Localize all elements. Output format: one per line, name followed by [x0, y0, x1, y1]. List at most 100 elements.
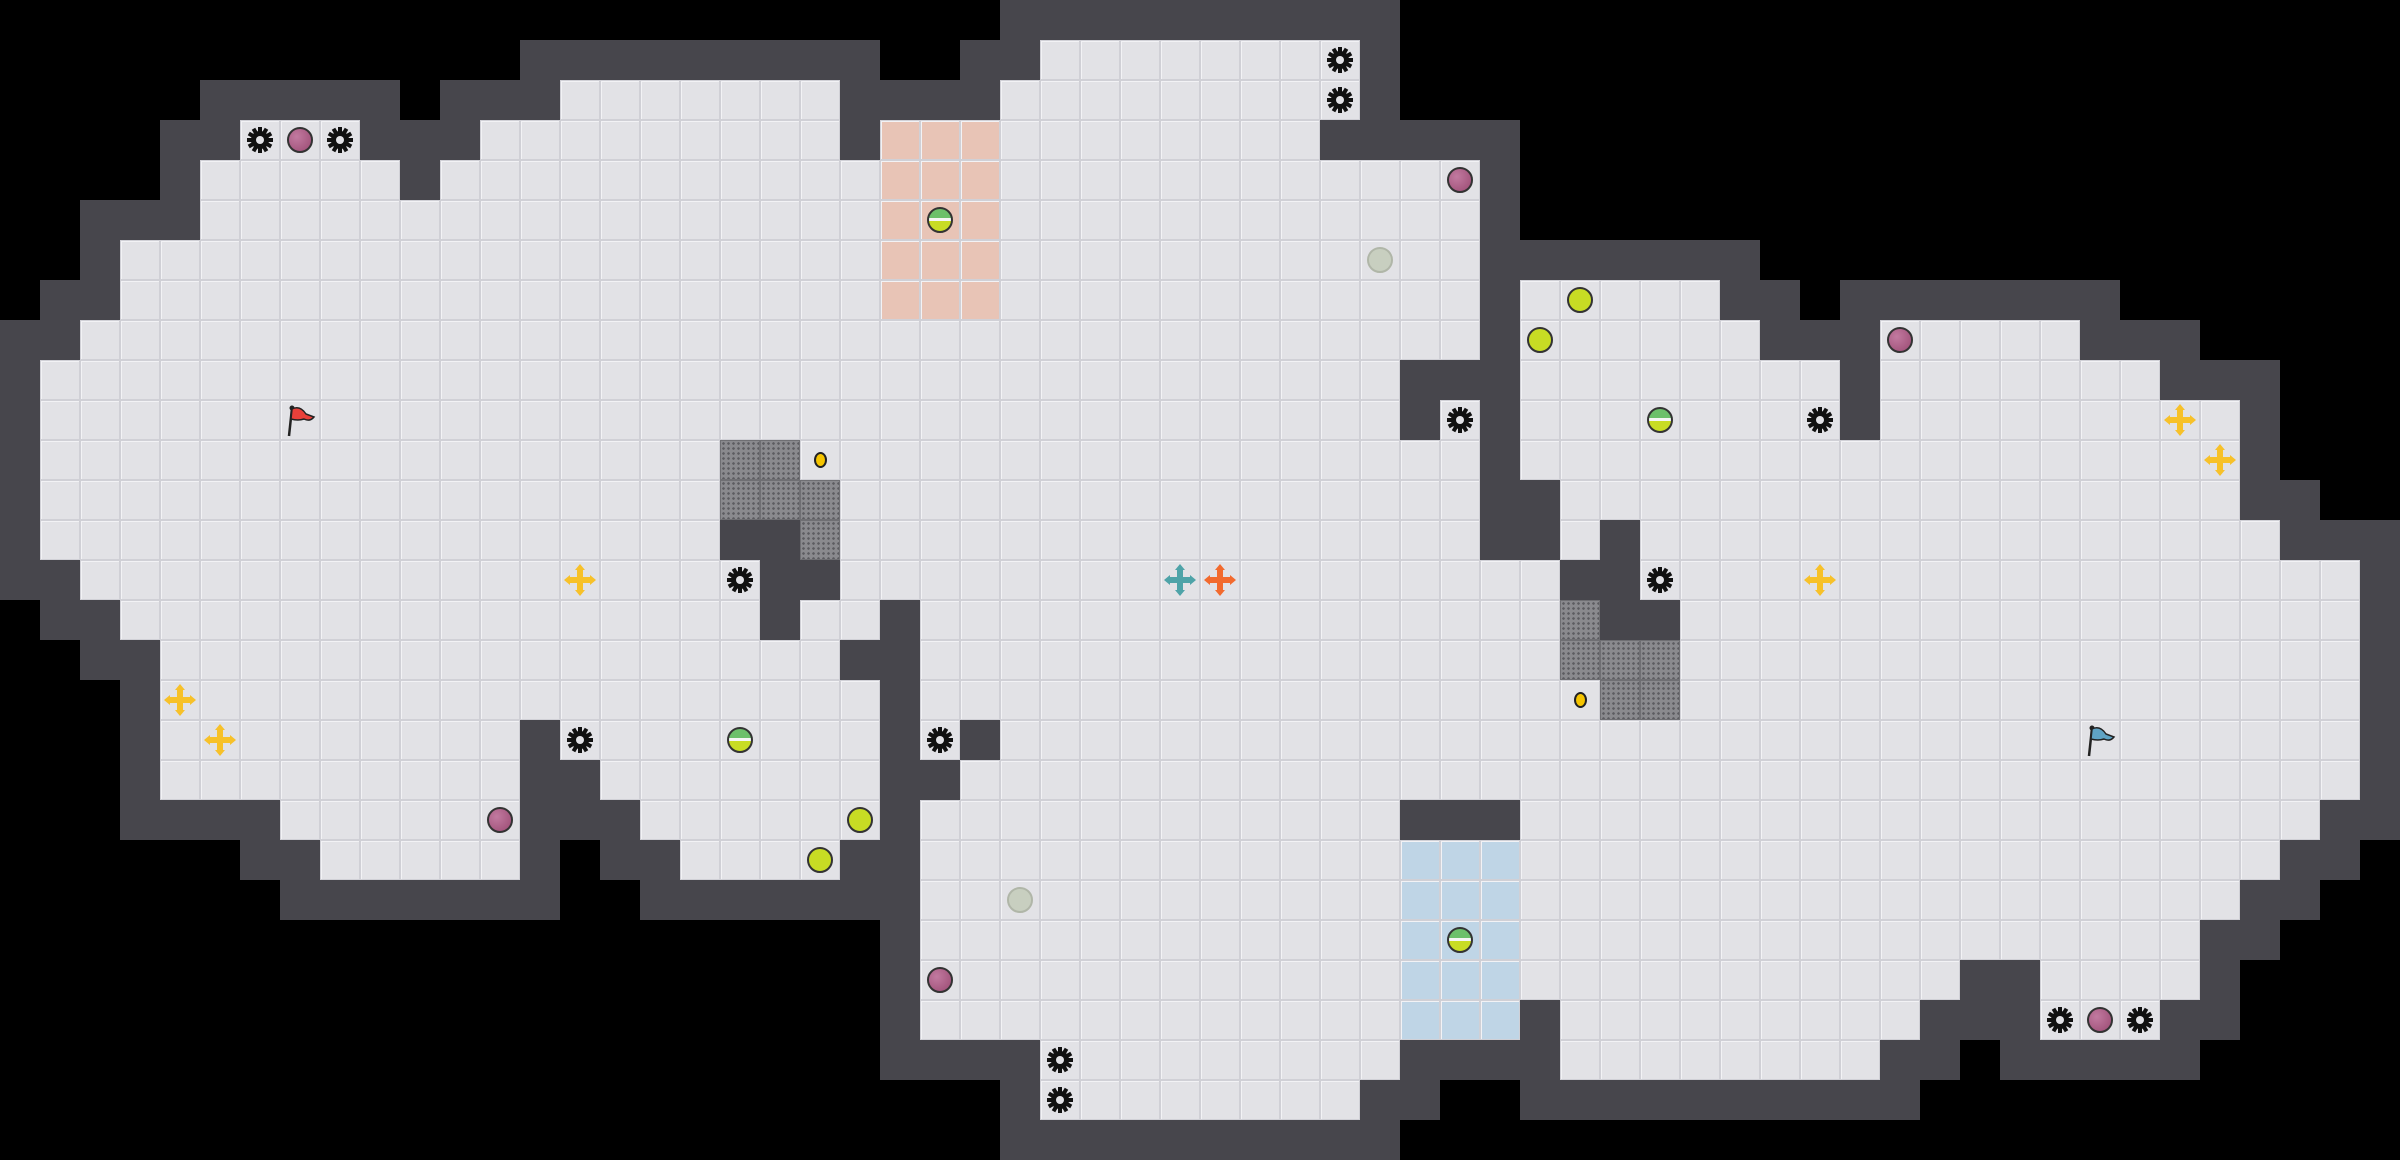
floor-tile	[960, 880, 1000, 920]
floor-tile	[480, 280, 520, 320]
floor-tile	[2280, 680, 2320, 720]
floor-tile	[1960, 800, 2000, 840]
floor-tile	[2080, 1000, 2120, 1040]
wall-tile	[2280, 840, 2320, 880]
floor-tile	[1000, 560, 1040, 600]
floor-tile	[1360, 400, 1400, 440]
floor-tile	[560, 600, 600, 640]
floor-tile	[280, 640, 320, 680]
floor-tile	[360, 440, 400, 480]
floor-tile	[1160, 760, 1200, 800]
floor-tile	[1240, 520, 1280, 560]
floor-tile	[1440, 760, 1480, 800]
floor-tile	[2120, 880, 2160, 920]
wall-tile	[1680, 240, 1720, 280]
floor-tile	[360, 600, 400, 640]
gear-icon	[320, 120, 360, 160]
floor-tile	[680, 600, 720, 640]
floor-tile	[1640, 320, 1680, 360]
boost-icon	[160, 680, 200, 720]
gear-icon	[1320, 80, 1360, 120]
floor-tile	[1720, 1040, 1760, 1080]
floor-tile	[1480, 720, 1520, 760]
floor-tile	[1440, 200, 1480, 240]
floor-tile	[2080, 560, 2120, 600]
wall-tile	[1480, 320, 1520, 360]
floor-tile	[1920, 960, 1960, 1000]
floor-tile	[1080, 360, 1120, 400]
floor-tile	[880, 360, 920, 400]
powerup-icon	[840, 800, 880, 840]
floor-tile	[1800, 400, 1840, 440]
floor-tile	[1840, 680, 1880, 720]
floor-tile	[520, 280, 560, 320]
floor-tile	[1600, 360, 1640, 400]
floor-tile	[1680, 560, 1720, 600]
wall-tile	[2080, 280, 2120, 320]
floor-tile	[1040, 840, 1080, 880]
floor-tile	[280, 200, 320, 240]
floor-tile	[80, 360, 120, 400]
floor-tile	[1240, 920, 1280, 960]
wall-tile	[1560, 560, 1600, 600]
floor-tile	[1920, 560, 1960, 600]
wall-tile	[760, 600, 800, 640]
floor-tile	[480, 200, 520, 240]
wall-tile	[160, 160, 200, 200]
floor-tile	[120, 440, 160, 480]
floor-tile	[600, 160, 640, 200]
floor-tile	[1320, 840, 1360, 880]
floor-tile	[1440, 280, 1480, 320]
floor-tile	[640, 80, 680, 120]
floor-tile	[1720, 800, 1760, 840]
floor-tile	[1800, 800, 1840, 840]
wall-tile	[920, 80, 960, 120]
floor-tile	[200, 240, 240, 280]
floor-tile	[1120, 160, 1160, 200]
floor-tile	[400, 560, 440, 600]
floor-tile	[1240, 440, 1280, 480]
wall-tile	[2040, 280, 2080, 320]
floor-tile	[520, 360, 560, 400]
floor-tile	[1360, 880, 1400, 920]
grate-tile	[800, 480, 840, 520]
floor-tile	[1200, 960, 1240, 1000]
wall-tile	[0, 480, 40, 520]
floor-tile	[640, 200, 680, 240]
wall-tile	[0, 360, 40, 400]
floor-tile	[1560, 680, 1600, 720]
floor-tile	[2040, 480, 2080, 520]
floor-tile	[400, 360, 440, 400]
floor-tile	[160, 240, 200, 280]
floor-tile	[480, 600, 520, 640]
floor-tile	[1640, 800, 1680, 840]
floor-tile	[2280, 760, 2320, 800]
floor-tile	[1720, 360, 1760, 400]
floor-tile	[2080, 840, 2120, 880]
floor-tile	[1720, 880, 1760, 920]
floor-tile	[2080, 960, 2120, 1000]
floor-tile	[200, 480, 240, 520]
floor-tile	[1320, 680, 1360, 720]
floor-tile	[1880, 480, 1920, 520]
floor-tile	[1600, 1000, 1640, 1040]
floor-tile	[920, 360, 960, 400]
floor-tile	[1120, 880, 1160, 920]
floor-tile	[920, 520, 960, 560]
floor-tile	[1920, 880, 1960, 920]
floor-tile	[1160, 800, 1200, 840]
floor-tile	[1800, 880, 1840, 920]
floor-tile	[1880, 640, 1920, 680]
floor-tile	[2080, 920, 2120, 960]
floor-tile	[600, 80, 640, 120]
floor-tile	[1680, 800, 1720, 840]
floor-tile	[2200, 720, 2240, 760]
floor-tile	[280, 280, 320, 320]
wall-tile	[200, 120, 240, 160]
floor-tile	[1200, 400, 1240, 440]
floor-tile	[240, 240, 280, 280]
floor-tile	[960, 400, 1000, 440]
floor-tile	[1800, 520, 1840, 560]
floor-tile	[1040, 480, 1080, 520]
floor-tile	[1240, 840, 1280, 880]
